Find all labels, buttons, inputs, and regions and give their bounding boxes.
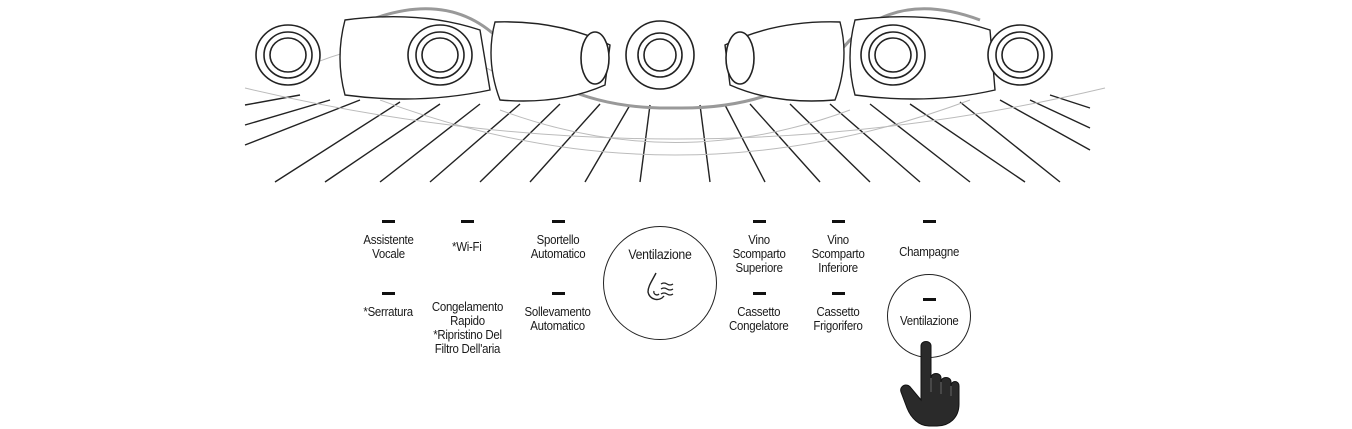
congelamento-rapido-button[interactable]: Congelamento Rapido *Ripristino Del Filt…	[418, 300, 516, 356]
button-label: Ventilazione	[899, 313, 959, 328]
decorative-illustration	[244, 7, 1106, 183]
indicator-light	[381, 292, 395, 295]
button-label: *Wi-Fi	[452, 239, 482, 254]
cassetto-frigorifero-button[interactable]: Cassetto Frigorifero	[798, 292, 878, 333]
button-label: Sollevamento Automatico	[524, 304, 592, 333]
wifi-button[interactable]: *Wi-Fi	[428, 220, 506, 254]
indicator-light	[551, 292, 565, 295]
cassetto-congelatore-button[interactable]: Cassetto Congelatore	[718, 292, 800, 333]
button-label: Champagne	[899, 244, 959, 259]
indicator-light	[831, 220, 845, 223]
ventilation-drop-icon	[647, 272, 674, 301]
champagne-button[interactable]: Champagne	[888, 220, 970, 259]
indicator-light	[922, 220, 936, 223]
vino-scomparto-superiore-button[interactable]: Vino Scomparto Superiore	[718, 220, 800, 275]
indicator-light	[922, 298, 936, 301]
indicator-light	[551, 220, 565, 223]
button-label: Assistente Vocale	[362, 232, 414, 261]
pointing-hand-icon	[900, 341, 960, 427]
button-label: Vino Scomparto Superiore	[732, 232, 786, 275]
sportello-automatico-button[interactable]: Sportello Automatico	[513, 220, 603, 261]
indicator-light	[752, 220, 766, 223]
indicator-light	[831, 292, 845, 295]
button-label: Congelamento Rapido *Ripristino Del Filt…	[431, 299, 503, 356]
serratura-button[interactable]: *Serratura	[349, 292, 427, 319]
button-label: Cassetto Congelatore	[729, 304, 789, 333]
button-label: Sportello Automatico	[530, 232, 586, 261]
button-label: Vino Scomparto Inferiore	[811, 232, 865, 275]
ventilazione-center-button[interactable]: Ventilazione	[603, 226, 717, 340]
button-label: Ventilazione	[628, 246, 692, 262]
button-label: *Serratura	[363, 304, 413, 319]
indicator-light	[381, 220, 395, 223]
indicator-light	[752, 292, 766, 295]
indicator-light	[460, 220, 474, 223]
button-label: Cassetto Frigorifero	[813, 304, 863, 333]
vino-scomparto-inferiore-button[interactable]: Vino Scomparto Inferiore	[798, 220, 878, 275]
assistente-vocale-button[interactable]: Assistente Vocale	[349, 220, 427, 261]
sollevamento-automatico-button[interactable]: Sollevamento Automatico	[510, 292, 606, 333]
